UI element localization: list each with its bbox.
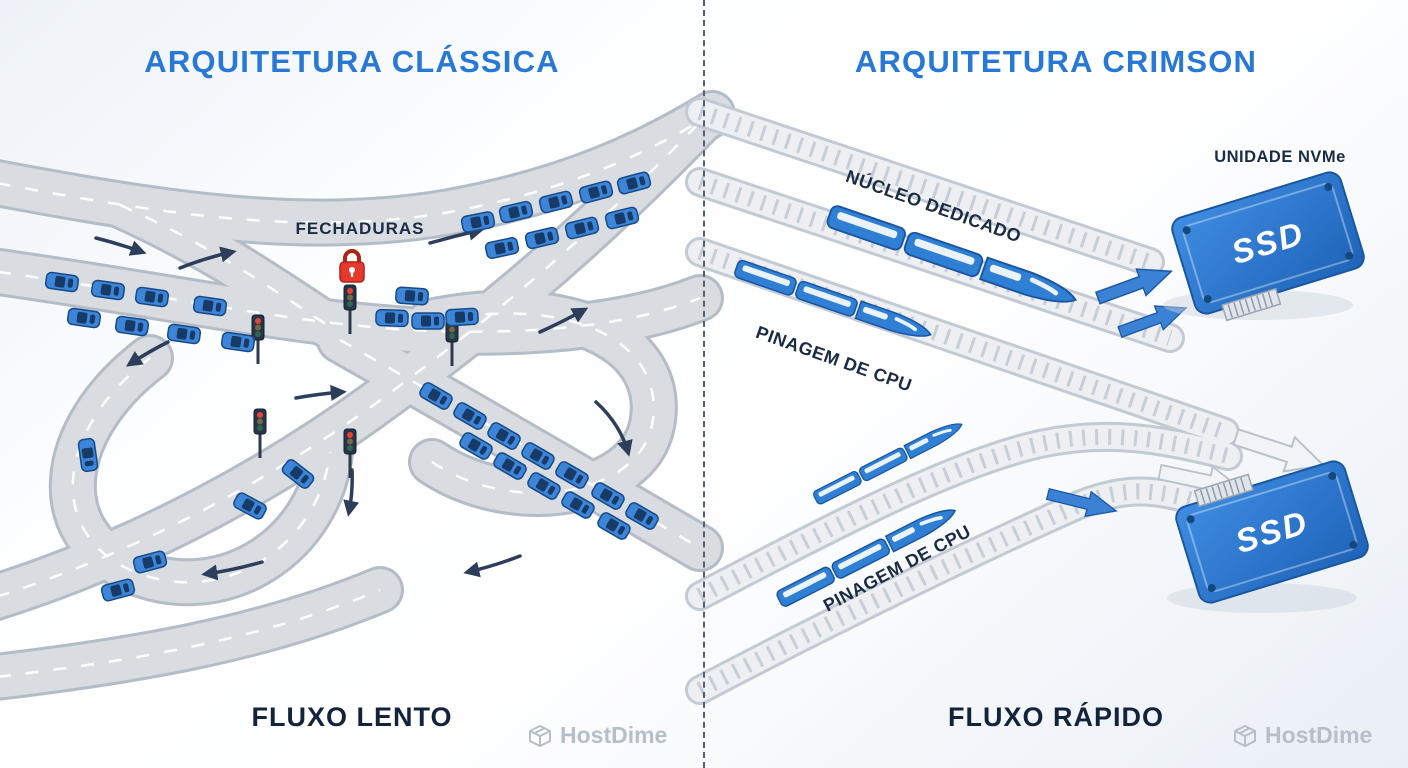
car-icon — [114, 315, 150, 337]
car-icon — [134, 286, 170, 308]
car-icon — [66, 307, 102, 329]
locks-label: FECHADURAS — [295, 219, 425, 238]
car-icon — [374, 308, 410, 328]
ssd-connector — [1193, 473, 1254, 508]
hostdime-logo-text: HostDime — [1265, 722, 1373, 748]
car-icon — [90, 279, 126, 301]
ssd-drive-bottom: SSD — [1175, 460, 1369, 604]
hostdime-logo: HostDime — [1232, 722, 1372, 749]
ssd-connector — [1221, 287, 1282, 322]
fast-flow-label: FLUXO RÁPIDO — [947, 702, 1164, 732]
car-icon — [166, 323, 202, 345]
direction-arrows — [94, 224, 633, 581]
lock-icon — [339, 249, 365, 283]
hostdime-logo: HostDime — [527, 722, 667, 749]
car-icon — [220, 331, 256, 353]
hostdime-logo-icon — [1234, 724, 1256, 747]
panel-divider — [703, 0, 705, 768]
ssd-drive-top: SSD — [1171, 171, 1365, 322]
nvme-unit-label: UNIDADE NVMe — [1214, 148, 1346, 166]
rail-lanes — [700, 112, 1228, 690]
hostdime-logo-icon — [529, 724, 551, 747]
car-icon — [44, 271, 80, 293]
car-icon — [192, 295, 228, 317]
car-icon — [411, 312, 445, 330]
car-icon — [77, 437, 99, 473]
hostdime-logo-text: HostDime — [560, 722, 668, 748]
car-icon — [444, 307, 480, 327]
left-panel-title: ARQUITETURA CLÁSSICA — [144, 44, 560, 79]
car-icon — [394, 286, 430, 306]
car-icon — [483, 236, 521, 260]
right-panel-title: ARQUITETURA CRIMSON — [854, 44, 1258, 79]
slow-flow-label: FLUXO LENTO — [251, 702, 453, 732]
